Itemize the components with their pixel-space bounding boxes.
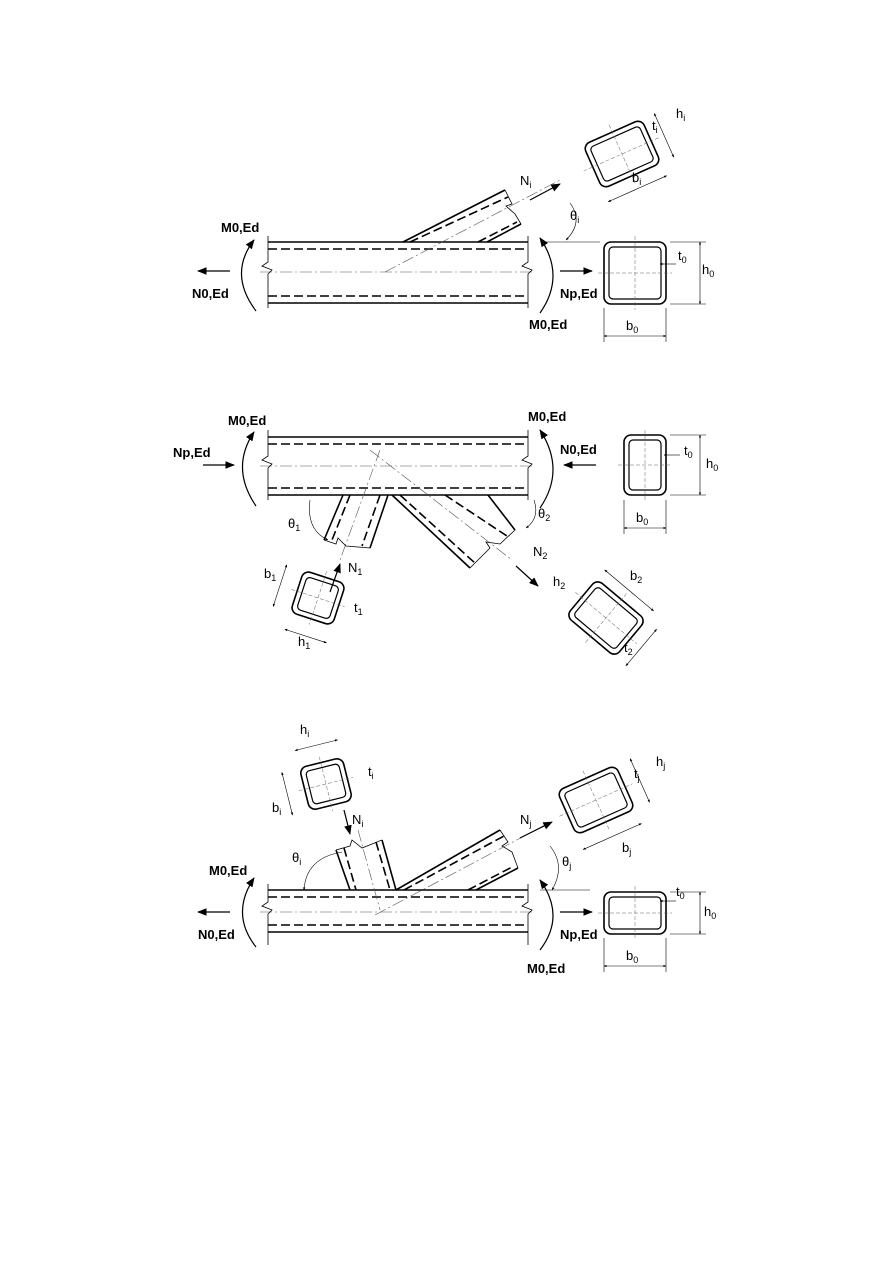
- h0-label-3: h0: [704, 904, 716, 921]
- h0-label: h0: [702, 262, 714, 279]
- brace2-force-arrow: [515, 565, 539, 587]
- axial-right-label-2: N0,Ed: [560, 442, 597, 457]
- theta1-label: θ1: [288, 516, 300, 533]
- brace-j-force-arrow: [519, 821, 553, 839]
- moment-left-arrow: [240, 239, 257, 312]
- moment-left-label-3: M0,Ed: [209, 863, 247, 878]
- brace1-section: [272, 564, 345, 644]
- brace-force-arrow: [529, 183, 561, 201]
- n2-label: N2: [533, 544, 547, 561]
- hi-label-3: hi: [300, 722, 309, 739]
- theta1-arc: [309, 499, 329, 541]
- theta-j-label-3: θj: [562, 854, 571, 871]
- moment-left-arrow-2: [241, 431, 257, 507]
- chord-3: [260, 884, 535, 945]
- axial-left-label-2: Np,Ed: [173, 445, 211, 460]
- hj-label-3: hj: [656, 754, 665, 771]
- bi-label: bi: [632, 170, 641, 187]
- moment-left-label: M0,Ed: [221, 220, 259, 235]
- chord-section-2: [618, 430, 706, 534]
- brace-2-left: [323, 449, 389, 561]
- brace-2-right: [369, 449, 516, 569]
- brace-1: [384, 179, 561, 273]
- nj-label-3: Nj: [520, 812, 531, 829]
- axial-right-label: Np,Ed: [560, 286, 598, 301]
- chord-section-3: [598, 886, 706, 972]
- moment-right-label: M0,Ed: [529, 317, 567, 332]
- theta-j-arc: [549, 845, 559, 891]
- moment-right-arrow-3: [539, 879, 554, 951]
- brace-3-j: [374, 824, 546, 916]
- axial-right-label-3: Np,Ed: [560, 927, 598, 942]
- t1-label: t1: [354, 600, 363, 617]
- axial-left-label-3: N0,Ed: [198, 927, 235, 942]
- theta2-arc: [525, 499, 537, 529]
- bi-label-3: bi: [272, 800, 281, 817]
- diagram-2-k-joint: M0,Ed M0,Ed Np,Ed N0,Ed θ1 θ2 N1 N2 b1 t…: [173, 409, 718, 667]
- diagram-3-ij-joint: hi ti bi Ni θi Nj θj hj tj bj M0,Ed N0,E…: [197, 722, 716, 976]
- chord-section-1: [598, 236, 706, 342]
- moment-left-arrow-3: [241, 877, 257, 948]
- theta2-label: θ2: [538, 506, 550, 523]
- brace-i-section: [281, 739, 354, 816]
- brace-i-force-arrow: [343, 809, 352, 835]
- b1-label: b1: [264, 566, 276, 583]
- h0-label-2: h0: [706, 456, 718, 473]
- ti-label: ti: [652, 118, 658, 135]
- moment-right-arrow-2: [539, 429, 554, 509]
- brace-j-section: [558, 758, 650, 850]
- b2-label: b2: [630, 568, 642, 585]
- brace-section-1: [583, 113, 675, 203]
- t2-label: t2: [624, 640, 633, 657]
- h2-label: h2: [553, 574, 565, 591]
- n1-label: N1: [348, 560, 362, 577]
- tj-label-3: tj: [634, 766, 640, 783]
- moment-right-arrow: [539, 237, 554, 314]
- b0-label-2: b0: [636, 510, 648, 527]
- t0-label-2: t0: [684, 443, 693, 460]
- moment-right-label-2: M0,Ed: [528, 409, 566, 424]
- moment-left-label-2: M0,Ed: [228, 413, 266, 428]
- ni-label-3: Ni: [352, 812, 363, 829]
- brace-force-label: Ni: [520, 173, 531, 190]
- t0-label: t0: [678, 248, 687, 265]
- theta-i-arc: [302, 851, 343, 891]
- theta-angle-arc: [565, 202, 577, 241]
- brace2-section: [568, 569, 657, 667]
- hi-label: hi: [676, 106, 685, 123]
- chord-2: [260, 430, 535, 500]
- t0-label-3: t0: [676, 884, 685, 901]
- chord-1: [260, 236, 535, 308]
- b0-label: b0: [626, 318, 638, 335]
- h1-label: h1: [298, 634, 310, 651]
- diagram-1-single-brace-joint: M0,Ed N0,Ed Np,Ed M0,Ed Ni θi hi ti bi t…: [192, 106, 714, 342]
- brace-3-i: [335, 829, 397, 911]
- brace1-force-arrow: [329, 563, 341, 593]
- b0-label-3: b0: [626, 948, 638, 965]
- ti-label-3: ti: [368, 764, 374, 781]
- moment-right-label-3: M0,Ed: [527, 961, 565, 976]
- bj-label-3: bj: [622, 840, 631, 857]
- theta-label: θi: [570, 208, 579, 225]
- axial-left-label: N0,Ed: [192, 286, 229, 301]
- theta-i-label-3: θi: [292, 850, 301, 867]
